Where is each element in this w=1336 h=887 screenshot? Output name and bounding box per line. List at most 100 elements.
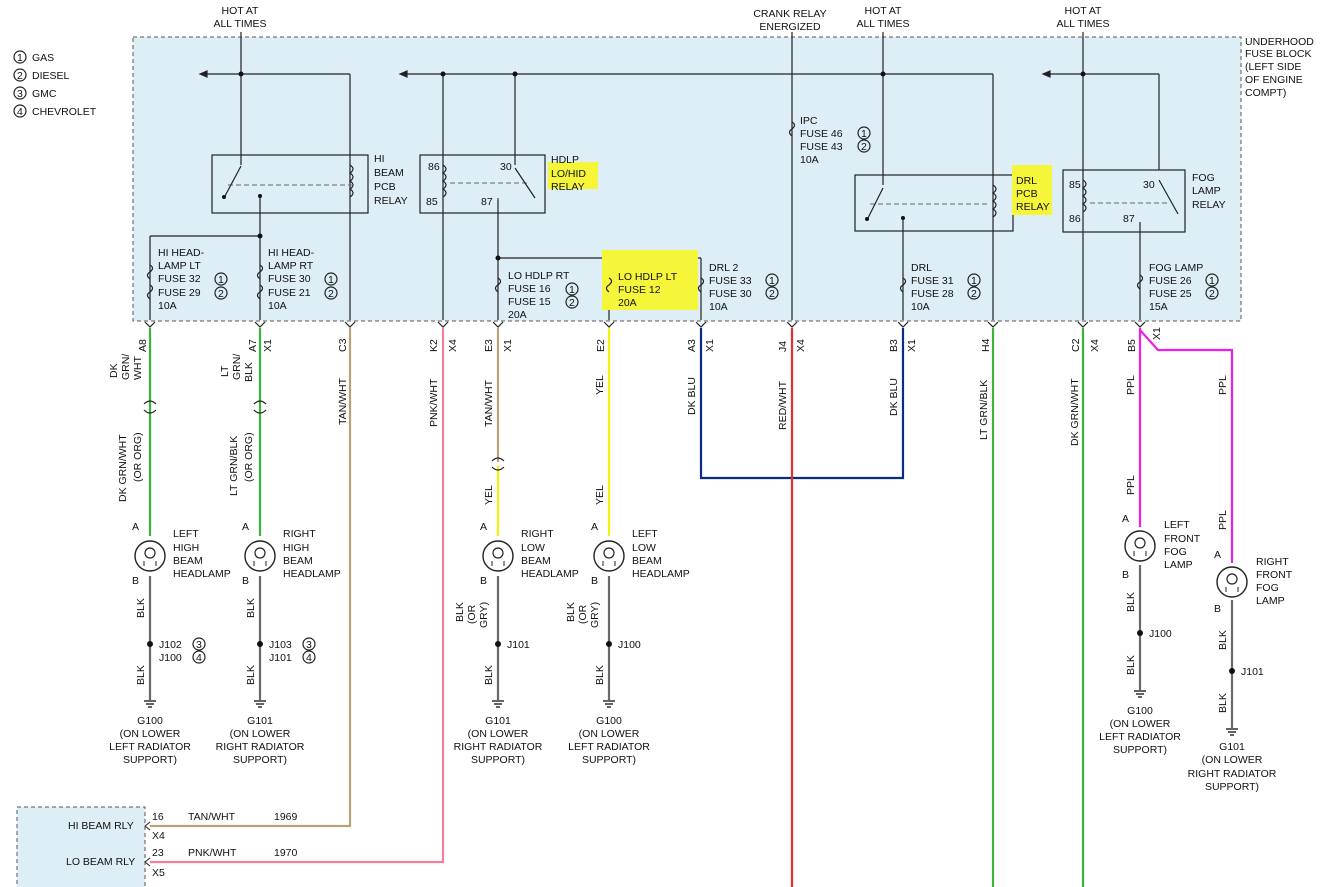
svg-text:G100: G100 bbox=[137, 715, 163, 727]
svg-text:SUPPORT): SUPPORT) bbox=[471, 754, 525, 766]
svg-text:K2: K2 bbox=[428, 339, 440, 352]
svg-text:HI HEAD-: HI HEAD- bbox=[158, 247, 205, 259]
svg-text:B: B bbox=[591, 575, 598, 587]
svg-text:HEADLAMP: HEADLAMP bbox=[632, 568, 690, 580]
svg-text:LT: LT bbox=[219, 365, 231, 377]
svg-text:GMC: GMC bbox=[32, 88, 57, 100]
svg-text:GAS: GAS bbox=[32, 52, 54, 64]
svg-text:1: 1 bbox=[218, 274, 224, 286]
svg-text:ALL TIMES: ALL TIMES bbox=[213, 18, 266, 30]
svg-text:RIGHT: RIGHT bbox=[283, 528, 316, 540]
svg-text:87: 87 bbox=[1123, 213, 1135, 225]
svg-text:RIGHT RADIATOR: RIGHT RADIATOR bbox=[454, 741, 543, 753]
svg-text:RED/WHT: RED/WHT bbox=[777, 380, 789, 430]
svg-text:4: 4 bbox=[306, 652, 312, 664]
svg-text:RELAY: RELAY bbox=[1016, 201, 1050, 213]
svg-text:20A: 20A bbox=[508, 309, 527, 321]
fuse-block-label: UNDERHOOD FUSE BLOCK (LEFT SIDE OF ENGIN… bbox=[1245, 36, 1314, 99]
svg-text:SUPPORT): SUPPORT) bbox=[123, 754, 177, 766]
svg-text:SUPPORT): SUPPORT) bbox=[233, 754, 287, 766]
svg-text:RIGHT RADIATOR: RIGHT RADIATOR bbox=[1188, 768, 1277, 780]
svg-text:PPL: PPL bbox=[1217, 375, 1229, 395]
wire-color-labels: DK GRN/ WHT DK GRN/WHT (OR ORG) LT GRN/ … bbox=[108, 354, 1229, 713]
svg-text:2: 2 bbox=[769, 288, 775, 300]
svg-text:HI HEAD-: HI HEAD- bbox=[268, 247, 315, 259]
svg-text:(OR ORG): (OR ORG) bbox=[132, 432, 144, 482]
svg-text:RIGHT: RIGHT bbox=[1256, 556, 1289, 568]
svg-text:86: 86 bbox=[428, 161, 440, 173]
svg-text:4: 4 bbox=[196, 652, 202, 664]
svg-text:A: A bbox=[242, 521, 249, 533]
svg-text:1969: 1969 bbox=[274, 811, 298, 823]
svg-text:2: 2 bbox=[861, 141, 867, 153]
svg-text:LAMP: LAMP bbox=[1256, 595, 1285, 607]
svg-text:B: B bbox=[132, 575, 139, 587]
svg-text:X1: X1 bbox=[906, 339, 918, 352]
svg-text:2: 2 bbox=[1209, 288, 1215, 300]
svg-text:FUSE 33: FUSE 33 bbox=[709, 275, 752, 287]
svg-text:G100: G100 bbox=[1127, 705, 1153, 717]
svg-text:LO BEAM RLY: LO BEAM RLY bbox=[66, 856, 135, 868]
svg-text:FUSE 28: FUSE 28 bbox=[911, 288, 954, 300]
svg-text:(OR ORG): (OR ORG) bbox=[243, 432, 255, 482]
svg-text:BLK: BLK bbox=[1217, 693, 1229, 713]
svg-text:2: 2 bbox=[218, 288, 224, 300]
svg-text:G100: G100 bbox=[596, 715, 622, 727]
svg-text:A: A bbox=[591, 521, 598, 533]
svg-text:CHEVROLET: CHEVROLET bbox=[32, 106, 97, 118]
fuse-hi-headlamp-lt: HI HEAD- LAMP LT FUSE 32 FUSE 29 10A 1 2 bbox=[146, 247, 228, 312]
svg-text:YEL: YEL bbox=[594, 375, 606, 395]
svg-text:HIGH: HIGH bbox=[283, 542, 309, 554]
ground-symbols bbox=[144, 690, 1238, 736]
highlight-lo-hdlp-lt bbox=[602, 250, 698, 310]
svg-text:LOW: LOW bbox=[521, 542, 545, 554]
svg-text:BLK: BLK bbox=[1125, 655, 1137, 675]
svg-text:PCB: PCB bbox=[374, 181, 396, 193]
svg-text:FUSE 26: FUSE 26 bbox=[1149, 275, 1192, 287]
svg-text:SUPPORT): SUPPORT) bbox=[1205, 781, 1259, 793]
svg-text:G101: G101 bbox=[1219, 741, 1245, 753]
svg-text:A7: A7 bbox=[247, 339, 259, 352]
svg-text:10A: 10A bbox=[800, 154, 819, 166]
svg-text:30: 30 bbox=[1143, 179, 1155, 191]
svg-text:4: 4 bbox=[17, 106, 23, 118]
svg-text:FUSE 43: FUSE 43 bbox=[800, 141, 843, 153]
svg-text:1: 1 bbox=[861, 128, 867, 140]
svg-text:FRONT: FRONT bbox=[1164, 533, 1201, 545]
svg-text:15A: 15A bbox=[1149, 301, 1168, 313]
svg-text:LEFT RADIATOR: LEFT RADIATOR bbox=[568, 741, 650, 753]
svg-text:HOT AT: HOT AT bbox=[222, 5, 260, 17]
svg-text:LEFT RADIATOR: LEFT RADIATOR bbox=[1099, 731, 1181, 743]
svg-text:ALL TIMES: ALL TIMES bbox=[1056, 18, 1109, 30]
svg-text:FUSE 30: FUSE 30 bbox=[268, 273, 311, 285]
svg-text:E3: E3 bbox=[483, 339, 495, 352]
svg-text:B5: B5 bbox=[1126, 339, 1138, 352]
svg-text:30: 30 bbox=[500, 161, 512, 173]
fuse-ipc: IPC FUSE 46 FUSE 43 10A 1 2 bbox=[788, 115, 871, 166]
svg-text:YEL: YEL bbox=[594, 485, 606, 505]
svg-text:FUSE 16: FUSE 16 bbox=[508, 283, 551, 295]
svg-text:GRN/: GRN/ bbox=[120, 354, 132, 380]
svg-text:GRY): GRY) bbox=[478, 602, 490, 628]
svg-text:(LEFT SIDE: (LEFT SIDE bbox=[1245, 61, 1301, 73]
svg-text:LEFT: LEFT bbox=[632, 528, 658, 540]
svg-text:J101: J101 bbox=[1241, 666, 1264, 678]
svg-text:ENERGIZED: ENERGIZED bbox=[759, 21, 821, 33]
svg-text:1: 1 bbox=[569, 284, 575, 296]
svg-text:ALL TIMES: ALL TIMES bbox=[856, 18, 909, 30]
svg-text:20A: 20A bbox=[618, 297, 637, 309]
svg-text:BLK: BLK bbox=[454, 602, 466, 622]
svg-text:A: A bbox=[132, 521, 139, 533]
svg-text:CRANK RELAY: CRANK RELAY bbox=[753, 8, 826, 20]
svg-text:X4: X4 bbox=[795, 339, 807, 352]
svg-text:A: A bbox=[1122, 513, 1129, 525]
svg-text:A: A bbox=[480, 521, 487, 533]
svg-text:B: B bbox=[480, 575, 487, 587]
